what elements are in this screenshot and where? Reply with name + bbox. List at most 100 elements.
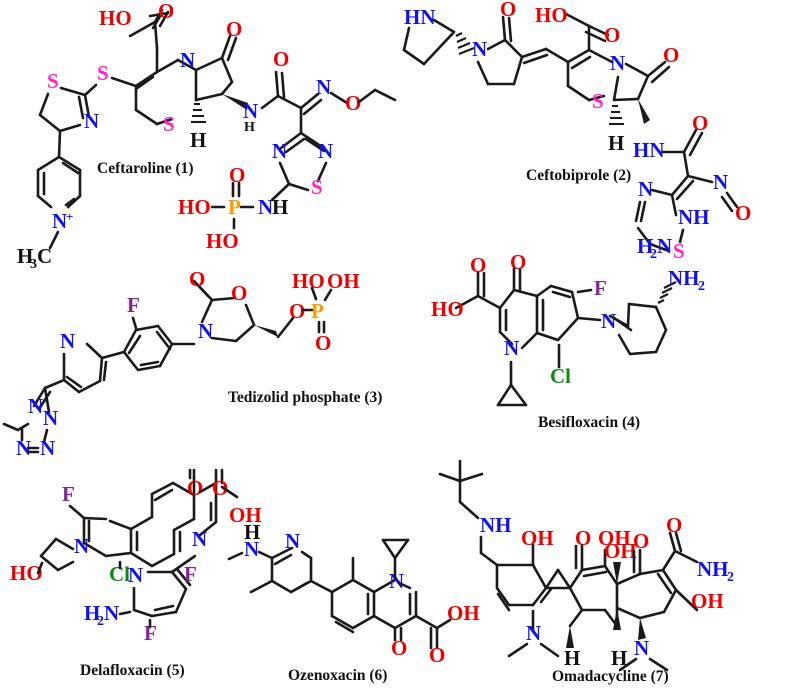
wedge-omadacycline-nme2 <box>638 618 646 640</box>
structure-ozenoxacin: H N N N O O OH Ozenoxacin (6) <box>227 520 480 684</box>
atom-H-ceftaroline-amide: H <box>244 120 255 135</box>
atom-HO-ceftaroline-acid: HO <box>99 6 132 30</box>
atom-N-tedizolid-oxazolidinone: N <box>198 319 213 343</box>
atom-F-delafloxacin-2: F <box>184 562 197 586</box>
atom-N-ozenoxacin-pyridine: N <box>285 529 300 553</box>
atom-N-ceftobiprole-lactam: N <box>610 51 625 75</box>
wedge-omadacycline-H1 <box>566 626 574 648</box>
atom-P-tedizolid: P <box>311 299 324 323</box>
hash-wedge-ceftaroline-H <box>191 102 206 124</box>
atom-OH-omadacycline-3: OH <box>604 539 637 563</box>
atom-O-ceftaroline-oxime: O <box>345 91 361 115</box>
structure-besifloxacin: O HO N O F Cl N NH 2 Besifloxacin (4) <box>431 250 705 431</box>
atom-H-omadacycline-2: H <box>611 646 627 670</box>
atom-O-ozenoxacin-acid-carbonyl: O <box>429 643 445 667</box>
atom-HN-ceftobiprole-pyrrolidine: HN <box>404 5 436 29</box>
atom-N-ceftobiprole-thiadiazoline: N <box>638 177 653 201</box>
caption-ceftaroline: Ceftaroline (1) <box>97 160 194 177</box>
atom-N-tedizolid-tetrazole-4: N <box>40 436 55 460</box>
atom-charge-plus-ceftaroline: + <box>66 209 73 224</box>
atom-H3C-ceftaroline: H <box>17 244 33 268</box>
atom-NH-ceftobiprole: NH <box>678 205 710 229</box>
atom-NH2-besifloxacin: NH <box>668 266 700 290</box>
atom-H-ceftaroline: H <box>190 128 206 152</box>
atom-S-ceftaroline-ring: S <box>163 112 175 136</box>
atom-H2N-sub-ceftobiprole: 2 <box>650 247 657 262</box>
atom-C-methyl-ceftaroline: C <box>37 244 52 268</box>
wedge-ceftaroline-amide <box>222 94 248 110</box>
atom-O-delafloxacin-ketone: O <box>187 476 203 500</box>
structure-ceftaroline: HO O S N O H N H O N O N N S <box>17 0 397 272</box>
atom-N-ceftaroline-pyridinium: N <box>52 209 67 233</box>
atom-OH-omadacycline-1: OH <box>521 526 554 550</box>
atom-HO-ceftaroline-phosphate-2: HO <box>206 229 239 253</box>
caption-ozenoxacin: Ozenoxacin (6) <box>288 667 387 684</box>
atom-NH-omadacycline: NH <box>480 513 512 537</box>
hash-wedge-besifloxacin-nh2 <box>657 281 677 304</box>
atom-S-ceftaroline-thiadiazole: S <box>311 175 323 199</box>
atom-H-ozenoxacin-nh: H <box>244 520 260 544</box>
structure-ceftobiprole: HN N O S HO O N O H HN <box>402 0 751 263</box>
atom-O-tedizolid-ring: O <box>231 281 247 305</box>
atom-N-delafloxacin-pyridine: N <box>128 563 143 587</box>
caption-omadacycline: Omadacycline (7) <box>552 668 669 685</box>
atom-HN-ceftobiprole-amide: HN <box>633 138 665 162</box>
atom-H-omadacycline-1: H <box>564 646 580 670</box>
atom-O-omadacycline-ketone-2: O <box>633 529 649 553</box>
atom-N-delafloxacin-azetidine: N <box>74 534 89 558</box>
atom-N-tedizolid-tetrazole-3: N <box>16 436 31 460</box>
atom-O-ceftobiprole-amide-carbonyl: O <box>692 111 708 135</box>
atom-O-ceftobiprole-nitroso: O <box>735 201 751 225</box>
atom-N-ceftaroline-amide: N <box>243 99 258 123</box>
atom-H2N-ceftobiprole: H <box>637 234 653 258</box>
atom-F-tedizolid: F <box>127 293 140 317</box>
atom-N-besifloxacin-quinolone: N <box>504 336 519 360</box>
atom-H2N-delafloxacin: H <box>84 601 100 625</box>
atom-O-ceftaroline-amide-carbonyl: O <box>273 47 289 71</box>
atom-N-omadacycline-dma-1: N <box>526 621 541 645</box>
wedge-omadacycline-H2 <box>613 608 621 630</box>
atom-OH-omadacycline-2: OH <box>598 526 631 550</box>
atom-S-ceftobiprole-ring: S <box>592 89 604 113</box>
atom-N-ceftaroline-lactam: N <box>180 48 195 72</box>
atom-O-ceftaroline-phosphoryl: O <box>229 163 245 187</box>
atom-OH-ozenoxacin: OH <box>447 601 480 625</box>
atom-OH-omadacycline-4: OH <box>691 589 724 613</box>
atom-N-ceftaroline-phosphoramide: N <box>258 195 273 219</box>
atom-H-ceftaroline-phosphoramide: H <box>272 195 288 219</box>
atom-O-tedizolid-phosphoryl: O <box>315 331 331 355</box>
atom-N-ceftobiprole-lactam-ring: N <box>472 37 487 61</box>
atom-N-delafloxacin-quinolone: N <box>192 527 207 551</box>
atom-O-tedizolid-carbonyl: O <box>189 267 205 291</box>
atom-O-ceftobiprole-acid: O <box>604 23 620 47</box>
atom-HO-ceftaroline-phosphate-1: HO <box>178 195 211 219</box>
atom-N-ceftaroline-oxime: N <box>316 75 331 99</box>
atom-O-omadacycline-amide: O <box>666 513 682 537</box>
atom-N-ceftaroline-thiazoline: N <box>84 109 99 133</box>
atom-O-ozenoxacin-ketone: O <box>391 636 407 660</box>
atom-NH2-omadacycline: NH <box>697 557 729 581</box>
atom-S-ceftobiprole-thiadiazoline: S <box>673 239 685 263</box>
atom-F-delafloxacin-3: F <box>144 621 157 645</box>
atom-S-ceftaroline-thioether: S <box>97 61 109 85</box>
atom-OH-delafloxacin: OH <box>229 503 262 527</box>
atom-O-omadacycline-ketone-1: O <box>575 526 591 550</box>
atom-NH2-sub-omadacycline: 2 <box>727 570 734 585</box>
caption-delafloxacin: Delafloxacin (5) <box>80 662 185 679</box>
atom-H3C-sub-ceftaroline: 3 <box>30 257 37 272</box>
atom-N-omadacycline-dma-2: N <box>634 636 649 660</box>
caption-ceftobiprole: Ceftobiprole (2) <box>526 167 631 184</box>
atom-N-ceftaroline-thiadiazole-2: N <box>318 139 333 163</box>
atom-N-tedizolid-tetrazole-1: N <box>28 394 43 418</box>
atom-N-amino-delafloxacin: N <box>104 601 119 625</box>
atom-P-ceftaroline: P <box>228 195 241 219</box>
atom-O-ceftobiprole-lactam: O <box>663 43 679 67</box>
atom-H2N-sub-delafloxacin: 2 <box>97 614 104 629</box>
atom-NH2-sub-besifloxacin: 2 <box>698 279 705 294</box>
structure-tedizolid: N O O O P HO OH O F N N N N N Tedizoli <box>2 267 382 460</box>
atom-N-ceftaroline-thiadiazole-1: N <box>272 139 287 163</box>
atom-HO-ceftobiprole-acid: HO <box>535 3 568 27</box>
atom-O-ceftaroline-lactam: O <box>226 17 242 41</box>
